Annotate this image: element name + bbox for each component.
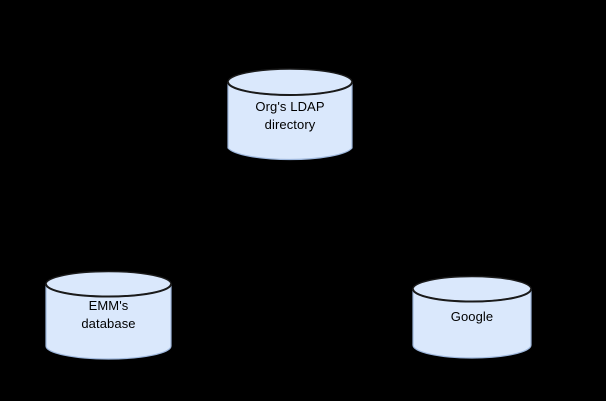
cylinder-shape-ldap <box>227 68 353 161</box>
node-org-ldap-directory[interactable]: Org's LDAP directory <box>227 68 353 162</box>
node-google[interactable]: Google <box>412 275 532 359</box>
node-emm-database[interactable]: EMM's database <box>45 270 172 360</box>
cylinder-shape-emm <box>45 270 172 360</box>
cylinder-shape-google <box>412 275 532 359</box>
